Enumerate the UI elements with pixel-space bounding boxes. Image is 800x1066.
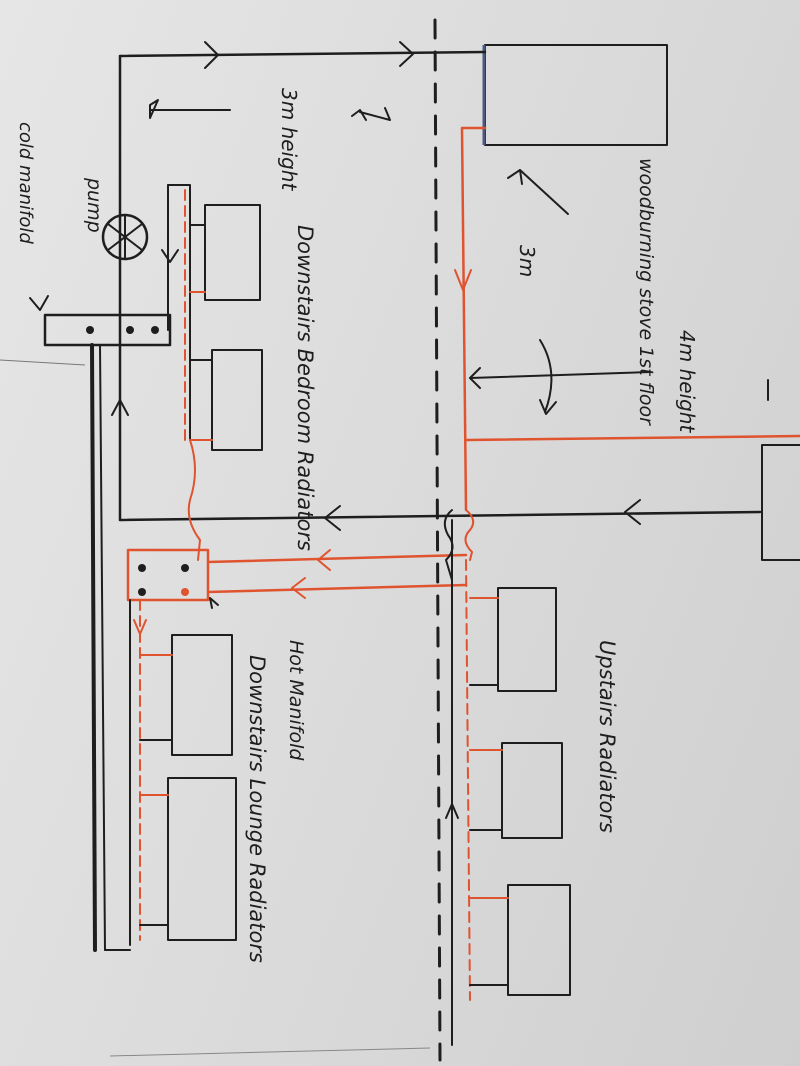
dimension-markers bbox=[149, 99, 651, 415]
height-4m-label: 4m height bbox=[675, 330, 699, 433]
stove-distance-label: 3m bbox=[515, 245, 539, 277]
hot-manifold-label: Hot Manifold bbox=[285, 640, 307, 761]
pump-symbol bbox=[101, 213, 149, 261]
stove-label: woodburning stove 1st floor bbox=[635, 158, 657, 426]
pump-label: pump bbox=[83, 177, 105, 233]
stair-edge bbox=[0, 359, 86, 366]
floor-divider bbox=[433, 18, 442, 1062]
paper-edge bbox=[109, 1047, 431, 1057]
lounge-radiators bbox=[129, 599, 237, 946]
stove-height-label: 3m height bbox=[277, 88, 301, 191]
cold-manifold-label: cold manifold bbox=[15, 122, 36, 244]
right-room-box bbox=[761, 444, 800, 561]
hot-manifold bbox=[126, 548, 468, 609]
cold-manifold bbox=[29, 295, 172, 952]
return-pipe-top bbox=[111, 41, 762, 531]
lounge-radiators-label: Downstairs Lounge Radiators bbox=[245, 655, 269, 963]
bedroom-radiators bbox=[161, 184, 263, 561]
flow-pipe-stove bbox=[454, 126, 800, 561]
upstairs-radiators bbox=[443, 509, 571, 1046]
stove-box bbox=[484, 44, 668, 146]
bedroom-radiators-label: Downstairs Bedroom Radiators bbox=[293, 225, 317, 551]
upstairs-radiators-label: Upstairs Radiators bbox=[595, 640, 619, 833]
